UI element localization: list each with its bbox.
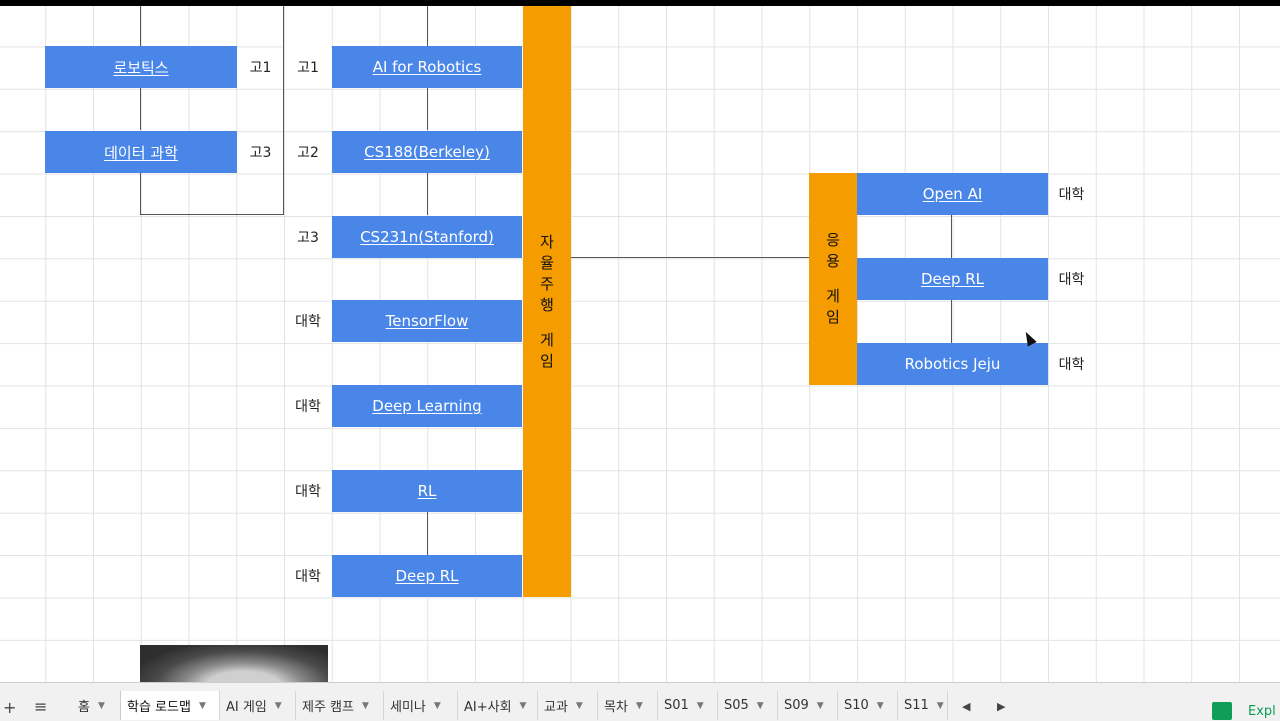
card-cs188[interactable]: CS188(Berkeley) (332, 131, 522, 173)
connector-line (140, 173, 141, 215)
grade-label: 대학 (1058, 357, 1085, 373)
tab-s10[interactable]: S10▼ (838, 691, 898, 720)
explore-icon[interactable] (1212, 702, 1232, 720)
card-deep-learning[interactable]: Deep Learning (332, 385, 522, 427)
grade-label: 대학 (295, 399, 321, 415)
scroll-left-icon[interactable]: ◀ (962, 700, 971, 713)
explore-label[interactable]: Expl (1248, 704, 1276, 719)
connector-line (951, 300, 952, 343)
card-rl[interactable]: RL (332, 470, 522, 512)
category-autonomous-driving-game[interactable]: 자 율 주 행 게 임 (523, 6, 571, 597)
tab-home[interactable]: 홈▼ (72, 691, 122, 720)
grade-label: 고1 (297, 60, 319, 76)
card-cs231n[interactable]: CS231n(Stanford) (332, 216, 522, 258)
connector-line (283, 6, 284, 215)
merged-cell (285, 6, 331, 48)
card-deep-rl[interactable]: Deep RL (332, 555, 522, 597)
connector-line (140, 214, 284, 215)
spreadsheet-grid[interactable] (0, 6, 1280, 682)
window-top-bar (0, 0, 1280, 6)
connector-line (140, 6, 141, 46)
char: 게 (540, 330, 554, 349)
grade-label: 고1 (249, 60, 272, 76)
grade-label: 대학 (295, 569, 321, 585)
char: 율 (540, 253, 554, 272)
connector-line (427, 512, 428, 555)
scroll-right-icon[interactable]: ▶ (997, 700, 1006, 713)
connector-line (427, 173, 428, 215)
connector-line (140, 88, 141, 130)
card-ai-for-robotics[interactable]: AI for Robotics (332, 46, 522, 88)
connector-line (427, 88, 428, 130)
connector-line (951, 215, 952, 258)
tab-s05[interactable]: S05▼ (718, 691, 778, 720)
card-robotics[interactable]: 로보틱스 (45, 46, 237, 88)
category-applied-game[interactable]: 응 용 게 임 (809, 173, 857, 385)
grade-label: 고3 (249, 145, 272, 161)
grade-label: 고3 (297, 230, 319, 246)
char: 임 (826, 308, 840, 326)
grade-label: 대학 (1058, 187, 1085, 203)
tab-jeju-camp[interactable]: 제주 캠프▼ (296, 691, 384, 720)
connector-line (571, 257, 809, 258)
tab-learning-roadmap[interactable]: 학습 로드맵▼ (120, 691, 220, 720)
card-deep-rl-right[interactable]: Deep RL (857, 258, 1048, 300)
char: 자 (540, 232, 554, 251)
grade-label: 대학 (295, 484, 321, 500)
card-tensorflow[interactable]: TensorFlow (332, 300, 522, 342)
grade-label: 대학 (295, 314, 321, 330)
tab-seminar[interactable]: 세미나▼ (384, 691, 458, 720)
tab-ai-society[interactable]: AI+사회▼ (458, 691, 538, 720)
char: 게 (826, 287, 840, 305)
connector-line (427, 6, 428, 46)
char: 행 (540, 295, 554, 314)
tab-curriculum[interactable]: 교과▼ (538, 691, 598, 720)
card-robotics-jeju[interactable]: Robotics Jeju (857, 343, 1048, 385)
char: 임 (540, 351, 554, 370)
card-data-science[interactable]: 데이터 과학 (45, 131, 237, 173)
char: 용 (826, 252, 840, 270)
card-open-ai[interactable]: Open AI (857, 173, 1048, 215)
plus-icon[interactable]: + (3, 698, 17, 717)
tab-s09[interactable]: S09▼ (778, 691, 838, 720)
char: 주 (540, 274, 554, 293)
menu-icon[interactable]: ≡ (34, 697, 48, 716)
tab-contents[interactable]: 목차▼ (598, 691, 658, 720)
char: 응 (826, 231, 840, 249)
embedded-photo[interactable] (140, 645, 328, 682)
tab-s01[interactable]: S01▼ (658, 691, 718, 720)
tab-s11[interactable]: S11▼ (898, 691, 948, 720)
grade-label: 대학 (1058, 272, 1085, 288)
tab-ai-game[interactable]: AI 게임▼ (220, 691, 296, 720)
grade-label: 고2 (297, 145, 319, 161)
